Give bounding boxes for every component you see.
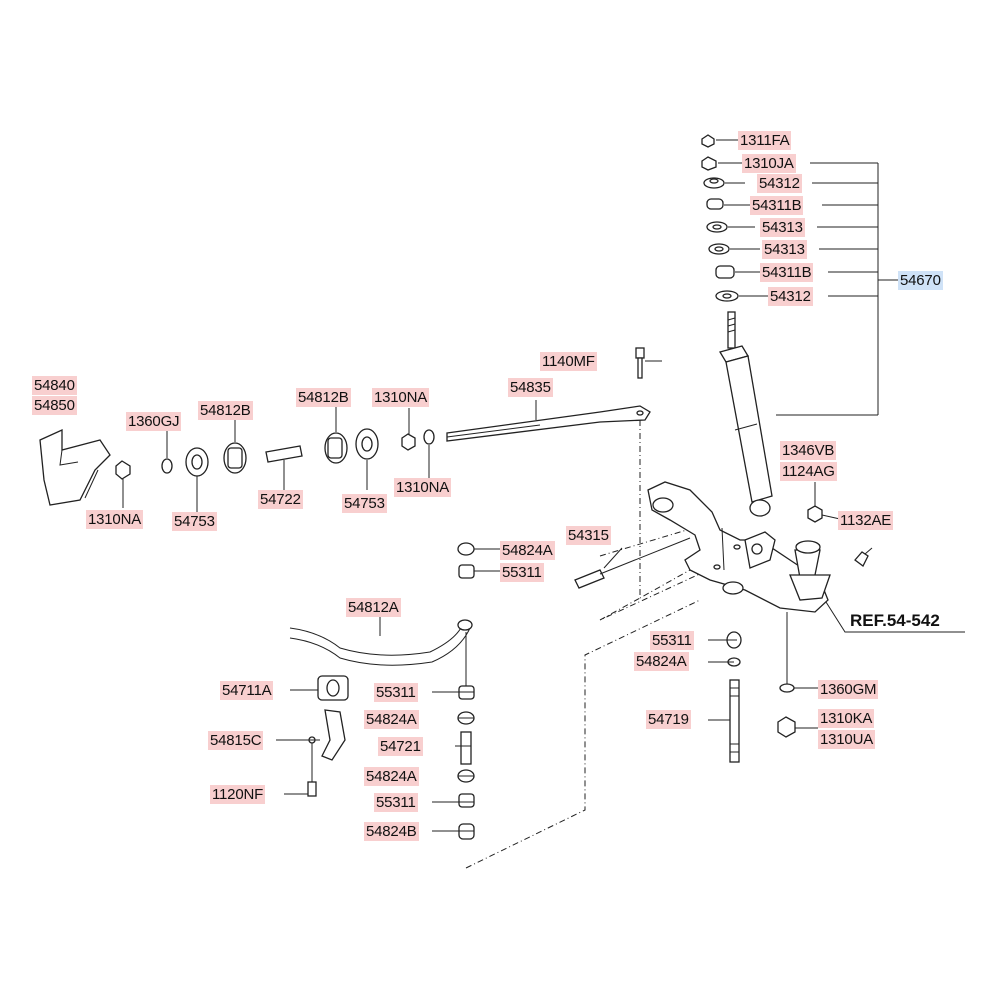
- leader-lines-clamp: [276, 689, 320, 795]
- part-label-54824A[interactable]: 54824A: [500, 541, 555, 560]
- part-label-54815C[interactable]: 54815C: [208, 731, 264, 750]
- small-hardware-left: [115, 428, 435, 480]
- part-label-54711A[interactable]: 54711A: [220, 681, 274, 700]
- part-label-54721[interactable]: 54721: [378, 737, 423, 756]
- part-label-1310JA[interactable]: 1310JA: [742, 154, 796, 173]
- leader-lines-link: [379, 548, 500, 832]
- part-label-1310NA-third[interactable]: 1310NA: [86, 510, 144, 529]
- part-label-54313[interactable]: 54313: [760, 218, 805, 237]
- strut-rod: [446, 347, 662, 442]
- part-label-55311-second[interactable]: 55311: [650, 631, 694, 650]
- part-label-55311[interactable]: 55311: [500, 563, 544, 582]
- part-label-54812B[interactable]: 54812B: [198, 401, 253, 420]
- lower-control-arm: [647, 481, 831, 613]
- part-label-1310NA-second[interactable]: 1310NA: [394, 478, 452, 497]
- part-label-54313-second[interactable]: 54313: [762, 240, 807, 259]
- part-label-54835[interactable]: 54835: [508, 378, 553, 397]
- part-label-1360GJ[interactable]: 1360GJ: [126, 412, 182, 431]
- part-label-54722[interactable]: 54722: [258, 490, 303, 509]
- part-label-54670[interactable]: 54670: [898, 271, 943, 290]
- leader-lines-shock: [716, 139, 898, 416]
- part-label-54850[interactable]: 54850: [32, 396, 77, 415]
- part-label-1120NF[interactable]: 1120NF: [210, 785, 266, 804]
- part-label-54311B[interactable]: 54311B: [750, 196, 804, 215]
- part-label-54824A-second[interactable]: 54824A: [634, 652, 689, 671]
- part-label-54312-second[interactable]: 54312: [768, 287, 813, 306]
- part-label-54824A-fourth[interactable]: 54824A: [364, 767, 419, 786]
- part-label-54824A-third[interactable]: 54824A: [364, 710, 419, 729]
- part-label-1310NA[interactable]: 1310NA: [372, 388, 430, 407]
- part-label-1132AE[interactable]: 1132AE: [838, 511, 894, 530]
- part-label-54753-second[interactable]: 54753: [342, 494, 387, 513]
- part-label-1140MF[interactable]: 1140MF: [540, 352, 597, 371]
- part-label-54315[interactable]: 54315: [566, 526, 611, 545]
- bushing-clamp: [307, 675, 349, 797]
- reference-label: REF.54-542: [850, 611, 940, 630]
- bracket-54840: [39, 428, 111, 506]
- part-label-1346VB[interactable]: 1346VB: [780, 441, 837, 460]
- stabilizer-bar: [289, 619, 473, 666]
- part-label-54753[interactable]: 54753: [172, 512, 217, 531]
- part-label-1124AG[interactable]: 1124AG: [780, 462, 837, 481]
- part-label-54840[interactable]: 54840: [32, 376, 77, 395]
- part-label-54812A[interactable]: 54812A: [346, 598, 401, 617]
- part-label-1360GM[interactable]: 1360GM: [818, 680, 879, 699]
- part-label-54824B[interactable]: 54824B: [364, 822, 419, 841]
- part-label-54311B-second[interactable]: 54311B: [760, 263, 814, 282]
- shock-hardware-stack: [701, 134, 739, 302]
- leader-lines-left: [122, 405, 430, 512]
- shock-absorber: [719, 311, 773, 517]
- part-label-54312[interactable]: 54312: [757, 174, 802, 193]
- center-lines: [465, 420, 731, 869]
- part-label-55311-fourth[interactable]: 55311: [374, 793, 418, 812]
- part-label-1311FA[interactable]: 1311FA: [738, 131, 792, 150]
- leader-lines-arm: [603, 482, 965, 729]
- part-label-1310UA[interactable]: 1310UA: [818, 730, 876, 749]
- part-label-54719[interactable]: 54719: [646, 710, 691, 729]
- part-label-54812B-second[interactable]: 54812B: [296, 388, 351, 407]
- part-label-1310KA[interactable]: 1310KA: [818, 709, 875, 728]
- part-label-55311-third[interactable]: 55311: [374, 683, 418, 702]
- link-hardware: [457, 542, 475, 840]
